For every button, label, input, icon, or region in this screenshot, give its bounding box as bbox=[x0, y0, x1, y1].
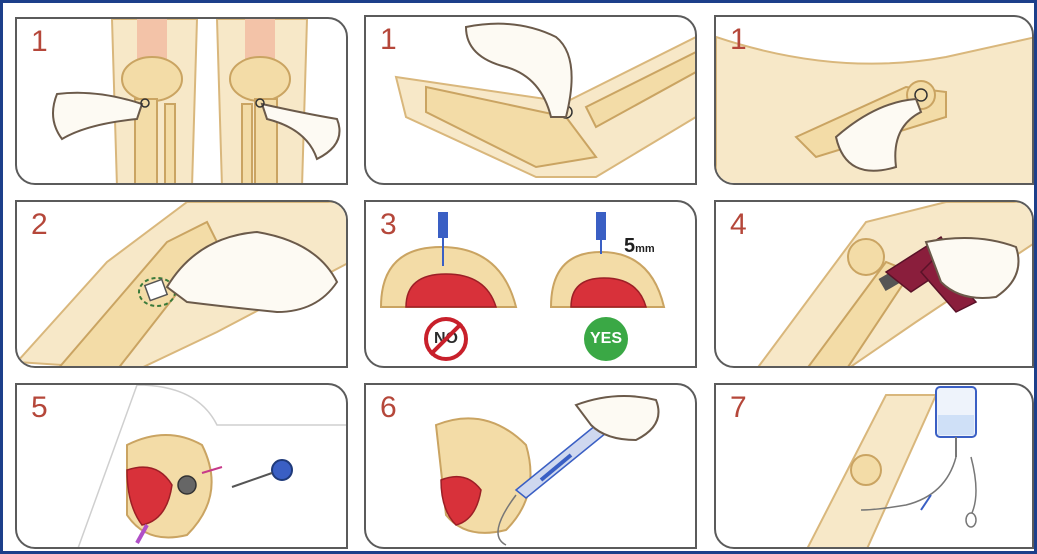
step-number: 5 bbox=[31, 393, 48, 423]
panel-iv-bag: 7 bbox=[714, 383, 1034, 549]
shoulder-palpation-illustration bbox=[716, 17, 1034, 185]
panel-disinfection: 2 bbox=[15, 200, 348, 368]
drill-illustration bbox=[716, 202, 1034, 368]
depth-label: 5mm bbox=[624, 235, 655, 258]
panel-needle-depth: 3 5mm NO YES bbox=[364, 200, 697, 368]
needle-depth-illustration bbox=[366, 202, 697, 368]
depth-value: 5 bbox=[624, 235, 635, 257]
panel-stylet-removal: 5 bbox=[15, 383, 348, 549]
no-label: NO bbox=[434, 330, 458, 348]
no-badge: NO bbox=[424, 317, 468, 361]
panel-humeral-palpation: 1 bbox=[714, 15, 1034, 185]
iv-bag-illustration bbox=[716, 385, 1034, 549]
yes-label: YES bbox=[590, 330, 622, 348]
step-number: 1 bbox=[31, 27, 48, 57]
disinfection-illustration bbox=[17, 202, 348, 368]
depth-unit: mm bbox=[635, 243, 655, 255]
ankle-palpation-illustration bbox=[366, 17, 697, 185]
panel-ankle-palpation: 1 bbox=[364, 15, 697, 185]
step-number: 2 bbox=[31, 210, 48, 240]
step-number: 1 bbox=[380, 25, 397, 55]
step-number: 4 bbox=[730, 210, 747, 240]
panel-tibia-palpation: 1 bbox=[15, 17, 348, 185]
step-number: 7 bbox=[730, 393, 747, 423]
step-number: 6 bbox=[380, 393, 397, 423]
stylet-removal-illustration bbox=[17, 385, 348, 549]
yes-badge: YES bbox=[584, 317, 628, 361]
panel-syringe-flush: 6 bbox=[364, 383, 697, 549]
syringe-flush-illustration bbox=[366, 385, 697, 549]
knee-palpation-illustration bbox=[17, 19, 348, 185]
step-number: 3 bbox=[380, 210, 397, 240]
panel-drill: 4 bbox=[714, 200, 1034, 368]
step-number: 1 bbox=[730, 25, 747, 55]
